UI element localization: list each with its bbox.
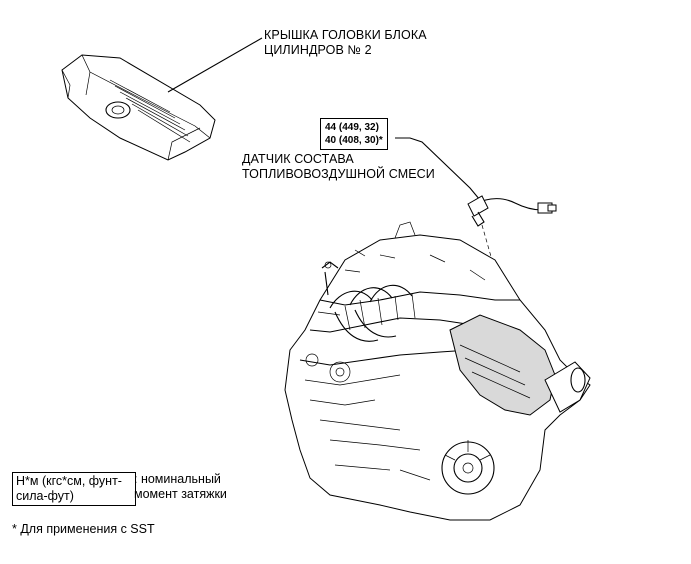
torque-spec-line2: 40 (408, 30)* (325, 135, 383, 146)
cover-leader-line (167, 37, 263, 93)
torque-legend-description: : номинальный момент затяжки (134, 472, 227, 502)
legend-box-line1: Н*м (кгс*см, фунт- (16, 474, 122, 488)
torque-unit-legend-box: Н*м (кгс*см, фунт- сила-фут) (12, 472, 136, 506)
sensor-label-line1: ДАТЧИК СОСТАВА (242, 152, 354, 166)
cylinder-head-cover-label: КРЫШКА ГОЛОВКИ БЛОКА ЦИЛИНДРОВ № 2 (264, 28, 427, 58)
air-fuel-ratio-sensor-illustration (395, 137, 557, 289)
legend-text-line1: : номинальный (134, 472, 221, 486)
cover-label-line1: КРЫШКА ГОЛОВКИ БЛОКА (264, 28, 427, 42)
air-fuel-sensor-label: ДАТЧИК СОСТАВА ТОПЛИВОВОЗДУШНОЙ СМЕСИ (242, 152, 435, 182)
legend-text-line2: момент затяжки (134, 487, 227, 501)
footnote: * Для применения с SST (12, 522, 155, 536)
sensor-label-line2: ТОПЛИВОВОЗДУШНОЙ СМЕСИ (242, 167, 435, 181)
cover-label-line2: ЦИЛИНДРОВ № 2 (264, 43, 372, 57)
torque-spec-box: 44 (449, 32) 40 (408, 30)* (320, 118, 388, 150)
cylinder-head-cover-illustration (61, 54, 216, 161)
engine-illustration (284, 221, 591, 521)
legend-box-line2: сила-фут) (16, 489, 74, 503)
torque-spec-line1: 44 (449, 32) (325, 122, 379, 133)
